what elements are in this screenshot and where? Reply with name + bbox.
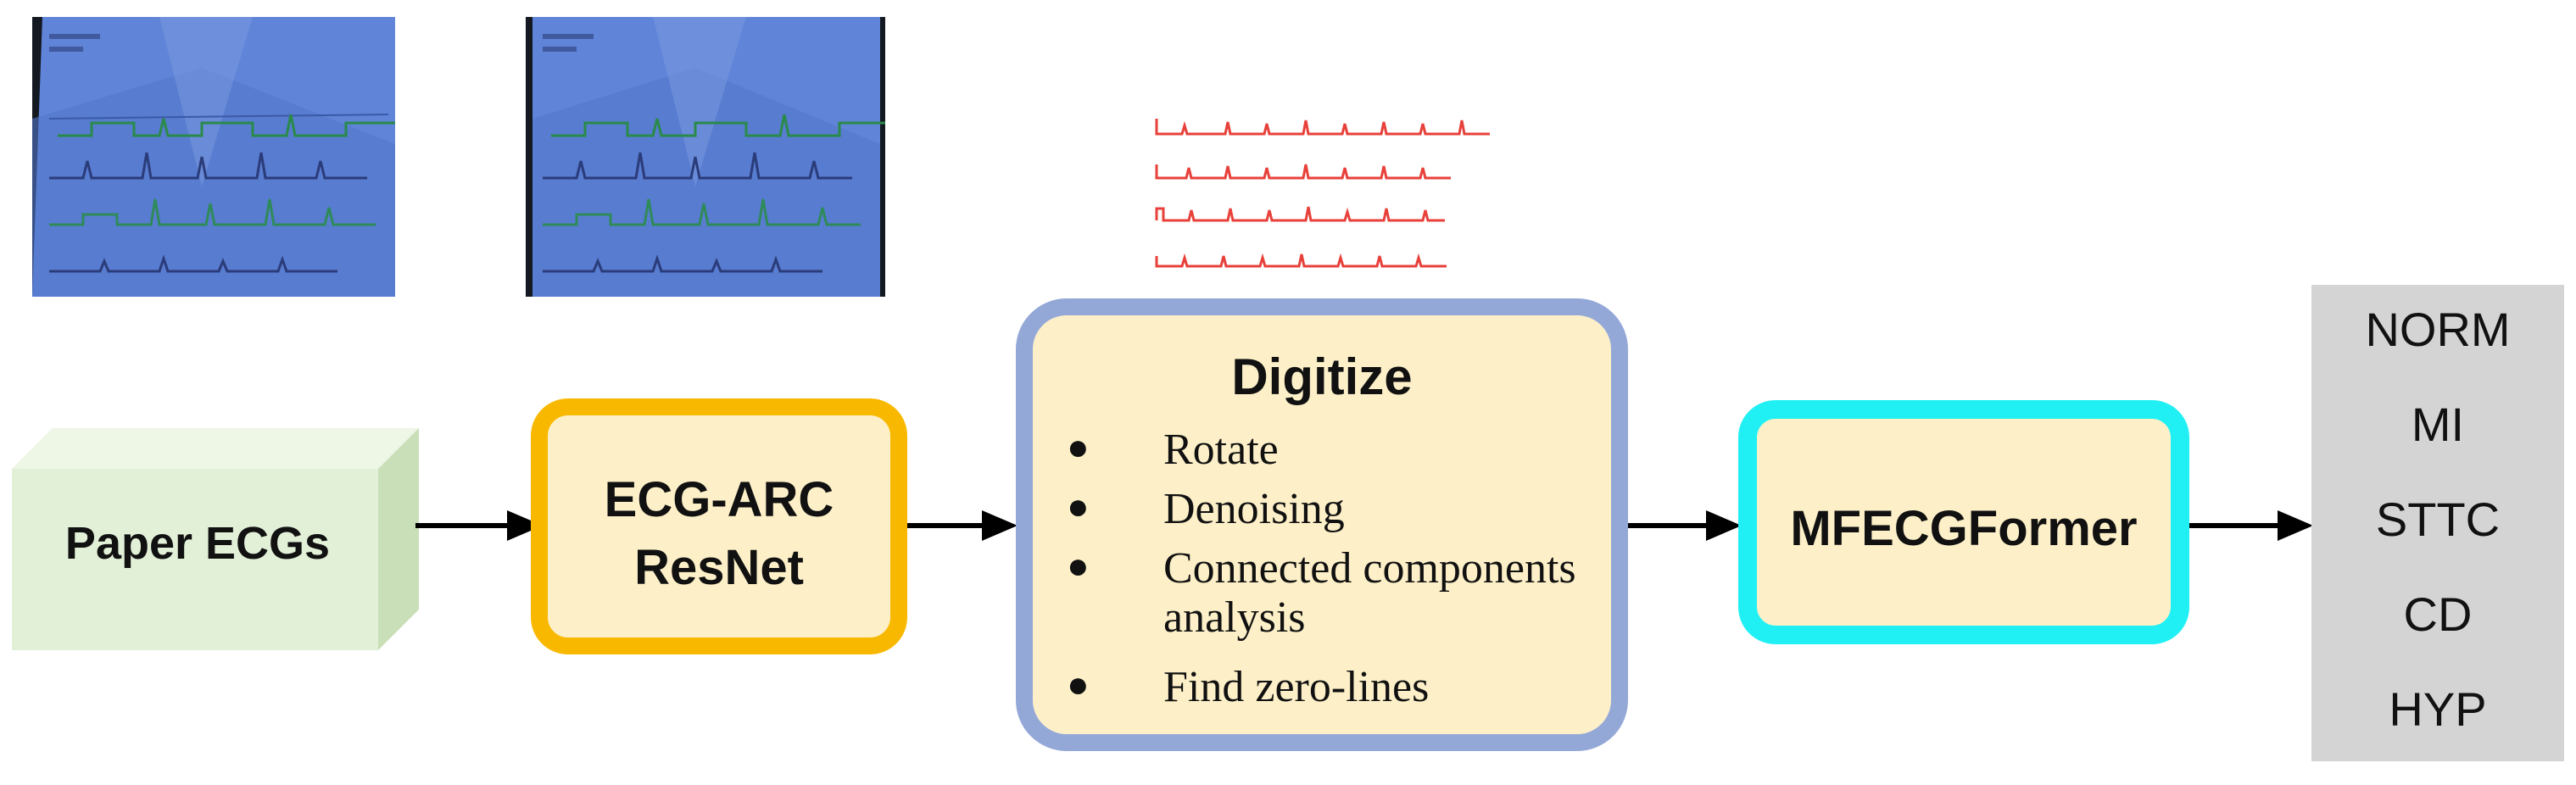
digitize-step-label: Connected components analysis bbox=[1163, 544, 1576, 642]
arrow-head-3 bbox=[1706, 510, 1742, 541]
output-classes-panel: NORM MI STTC CD HYP bbox=[2311, 285, 2564, 761]
rotated-ecg-image bbox=[526, 17, 885, 297]
arrow-head-2 bbox=[982, 510, 1018, 541]
ecg-arcresnet-block: ECG-ARCResNet bbox=[531, 398, 907, 654]
output-class-label: NORM bbox=[2365, 303, 2511, 356]
digitize-step-label: Rotate bbox=[1163, 426, 1279, 474]
bullet-icon: ● bbox=[1067, 426, 1090, 468]
output-class-label: STTC bbox=[2375, 493, 2501, 546]
bullet-icon: ● bbox=[1067, 664, 1090, 705]
output-class-label: MI bbox=[2411, 398, 2465, 451]
digitize-step-label: Find zero-lines bbox=[1163, 663, 1430, 711]
digitize-block: Digitize ● Rotate ● Denoising ● Connecte… bbox=[1016, 298, 1628, 751]
bullet-icon: ● bbox=[1067, 486, 1090, 527]
digitize-title: Digitize bbox=[1231, 348, 1413, 405]
ecg-arcresnet-text: ECG-ARCResNet bbox=[604, 472, 834, 595]
scanned-ecg-image bbox=[32, 17, 395, 297]
mfecgformer-block: MFECGFormer bbox=[1738, 400, 2189, 644]
arrow-head-4 bbox=[2278, 510, 2313, 541]
arrow-head-1 bbox=[507, 510, 543, 541]
paper-ecgs-block bbox=[12, 428, 419, 650]
output-class-label: CD bbox=[2403, 587, 2473, 641]
mfecgformer-label: MFECGFormer bbox=[1790, 501, 2138, 556]
digitize-step-label: Denoising bbox=[1163, 485, 1345, 533]
digitized-ecg-image bbox=[1155, 119, 1490, 268]
paper-ecgs-label: Paper ECGs bbox=[64, 518, 331, 569]
output-class-label: HYP bbox=[2389, 682, 2487, 736]
ecg-arcresnet-label: ECG-ARCResNet bbox=[548, 466, 890, 602]
bullet-icon: ● bbox=[1067, 545, 1090, 587]
